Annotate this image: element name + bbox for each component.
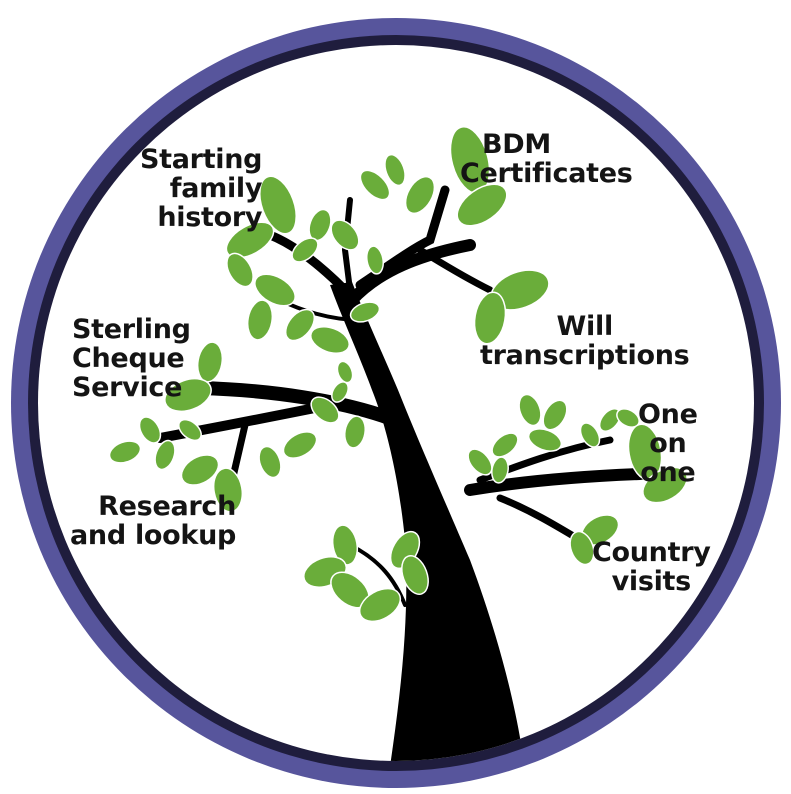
tree-trunk — [330, 282, 526, 761]
label-sterling-cheque-service: Sterling Cheque Service — [72, 314, 191, 403]
tree — [108, 126, 688, 761]
label-one-on-one: One on one — [638, 399, 698, 488]
label-starting-family-history: Starting family history — [140, 144, 263, 233]
label-research-and-lookup: Research and lookup — [70, 491, 237, 551]
label-country-visits: Country visits — [592, 537, 711, 597]
leaves — [108, 126, 688, 623]
label-will-transcriptions: Will transcriptions — [480, 311, 690, 371]
label-bdm-certificates: BDM Certificates — [460, 129, 633, 189]
